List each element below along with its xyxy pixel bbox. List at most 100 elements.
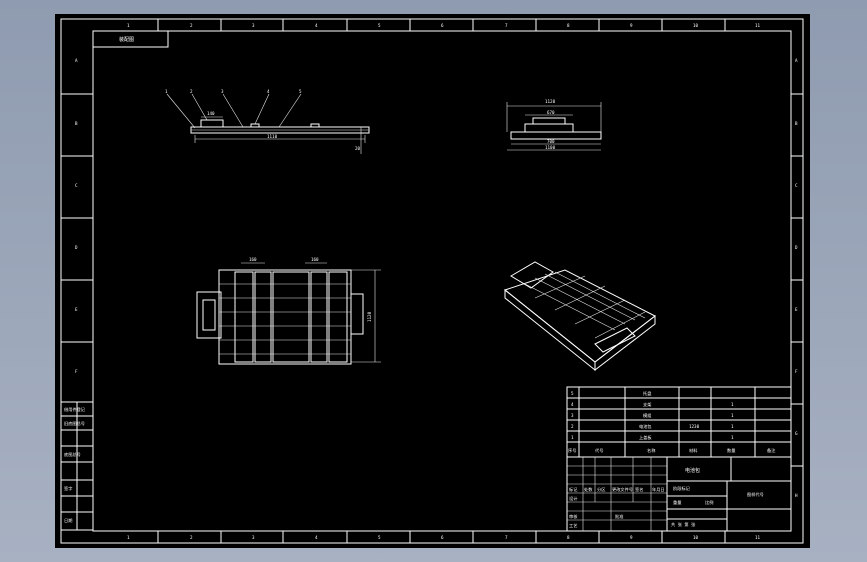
title-stamp: 装配图 xyxy=(119,36,134,43)
bom-col-name: 名称 xyxy=(647,447,655,454)
zone-label-h: 11 xyxy=(755,535,761,540)
zone-label-h: 5 xyxy=(378,535,381,540)
tb-sheet-info: 共 张 第 张 xyxy=(671,521,696,528)
zone-label-h: 6 xyxy=(441,535,444,540)
end-dim-670: 670 xyxy=(547,110,555,115)
zone-ticks-vertical xyxy=(61,93,803,467)
tb-change-doc: 更改文件号 xyxy=(612,486,633,493)
top-dim-160a: 160 xyxy=(249,257,257,262)
bom-row1-note: 1 xyxy=(731,435,734,440)
bom-row3-note: 1 xyxy=(731,413,734,418)
side-dim-20: 20 xyxy=(355,146,361,151)
balloon-5: 5 xyxy=(299,89,302,94)
zone-label-h: 2 xyxy=(190,535,193,540)
sidebar-label-old-base: 旧底图总号 xyxy=(64,420,85,427)
zone-label-h: 4 xyxy=(315,535,318,540)
zone-label-v: F xyxy=(795,369,798,374)
top-dim-160b: 160 xyxy=(311,257,319,262)
zone-label-h: 8 xyxy=(567,535,570,540)
zone-label-v: C xyxy=(795,183,798,188)
outer-frame xyxy=(60,18,804,544)
title-block-title: 电池包 xyxy=(685,467,700,474)
bom-row3-name: 模组 xyxy=(643,412,651,419)
bom-row5-no: 5 xyxy=(571,391,574,396)
bom-row5-name: 托盘 xyxy=(643,390,651,396)
zone-label-v: D xyxy=(795,245,798,250)
sidebar-label-date: 日期 xyxy=(64,518,72,524)
tb-sign: 签名 xyxy=(635,486,643,493)
side-dim-140: 140 xyxy=(207,111,215,116)
zone-label-h: 7 xyxy=(505,23,508,28)
zone-label-h: 4 xyxy=(315,23,318,28)
bom-col-code: 代号 xyxy=(595,447,603,454)
end-dim-1100: 1100 xyxy=(545,145,556,150)
zone-label-h: 10 xyxy=(693,535,699,540)
sidebar-label-base: 底图总号 xyxy=(64,451,81,458)
zone-label-h: 9 xyxy=(630,23,633,28)
end-dim-1120: 1120 xyxy=(545,99,556,104)
tb-approve: 批准 xyxy=(615,513,623,520)
end-view[interactable] xyxy=(506,102,602,151)
bom-row4-name: 支架 xyxy=(643,401,651,408)
zone-label-h: 1 xyxy=(127,23,130,28)
tb-stage: 阶段标记 xyxy=(673,485,691,492)
zone-label-h: 3 xyxy=(252,535,255,540)
zone-label-h: 8 xyxy=(567,23,570,28)
zone-label-v: A xyxy=(75,58,78,63)
tb-scale: 比例 xyxy=(705,499,713,506)
side-view[interactable] xyxy=(166,93,370,154)
bom-col-qty: 数量 xyxy=(727,447,735,454)
zone-label-v: H xyxy=(795,493,798,498)
bom-col-material: 材料 xyxy=(689,447,698,454)
bom-row2-qty: 1230 xyxy=(689,424,700,429)
zone-label-h: 2 xyxy=(190,23,193,28)
zone-label-v: B xyxy=(795,121,798,126)
side-dim-1110: 1110 xyxy=(267,134,278,139)
balloon-4: 4 xyxy=(267,89,270,94)
end-dim-700: 700 xyxy=(547,139,555,144)
zone-label-v: E xyxy=(75,307,78,312)
zone-label-v: A xyxy=(795,58,798,63)
zone-label-v: C xyxy=(75,183,78,188)
bom-col-note: 备注 xyxy=(767,447,776,454)
zone-label-h: 9 xyxy=(630,535,633,540)
isometric-view[interactable] xyxy=(503,261,656,372)
bom-row3-no: 3 xyxy=(571,413,574,418)
tb-weight: 重量 xyxy=(673,499,681,506)
title-block xyxy=(566,456,792,532)
tb-count: 处数 xyxy=(584,486,593,493)
tb-zone: 分区 xyxy=(597,486,605,493)
inner-frame xyxy=(92,30,792,532)
tb-drawing-no: 图样代号 xyxy=(747,491,764,498)
bom-row4-note: 1 xyxy=(731,402,734,407)
bom-row2-note: 1 xyxy=(731,424,734,429)
zone-label-v: E xyxy=(795,307,798,312)
registration-sidebar xyxy=(60,401,94,531)
sidebar-label-sign: 签字 xyxy=(64,485,72,491)
bom-row1-no: 1 xyxy=(571,435,574,440)
zone-label-h: 3 xyxy=(252,23,255,28)
tb-date: 年月日 xyxy=(652,486,665,493)
zone-label-h: 11 xyxy=(755,23,761,28)
bom-row2-name: 电池包 xyxy=(639,423,652,429)
top-dim-1120: 1120 xyxy=(367,311,372,322)
zone-label-v: B xyxy=(75,121,78,126)
zone-label-h: 6 xyxy=(441,23,444,28)
zone-label-v: F xyxy=(75,369,78,374)
bom-row1-name: 上盖板 xyxy=(639,434,652,441)
bom-row2-no: 2 xyxy=(571,424,574,429)
bom-row4-no: 4 xyxy=(571,402,574,407)
balloon-3: 3 xyxy=(221,89,224,94)
tb-process: 工艺 xyxy=(569,523,577,528)
zone-label-h: 5 xyxy=(378,23,381,28)
balloon-2: 2 xyxy=(190,89,193,94)
bom-col-no: 序号 xyxy=(568,447,576,454)
zone-label-h: 10 xyxy=(693,23,699,28)
top-view[interactable] xyxy=(196,262,381,365)
tb-design: 设计 xyxy=(569,495,577,502)
title-stamp-box xyxy=(92,30,169,48)
tb-check: 审核 xyxy=(569,513,578,520)
